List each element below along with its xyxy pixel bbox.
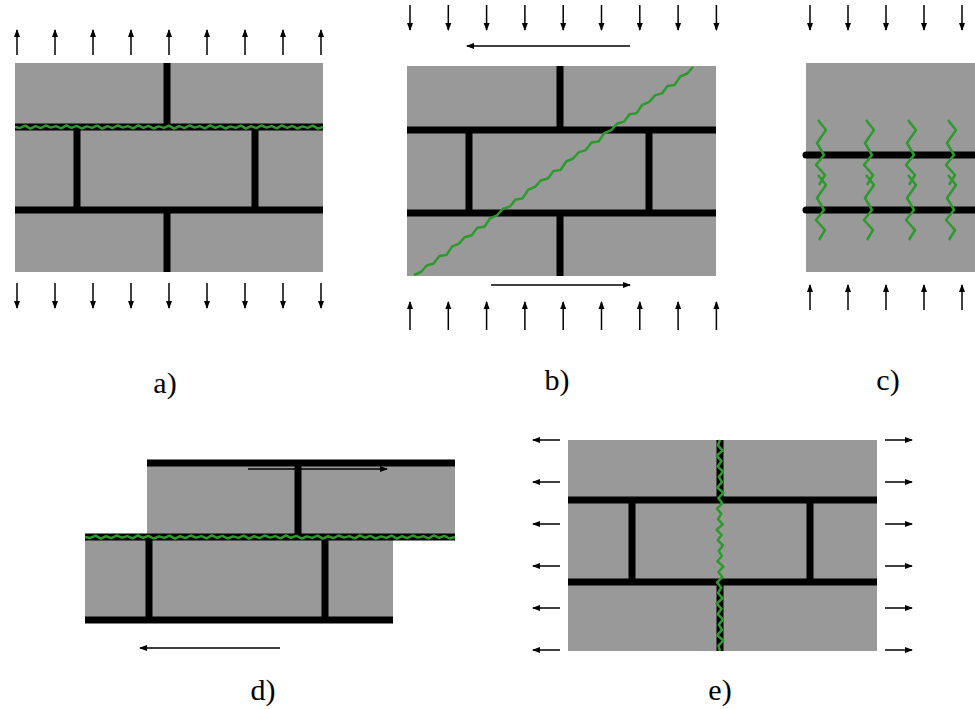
compression-arrow: [448, 302, 450, 330]
compression-arrow: [639, 5, 641, 30]
splitting-crack: [906, 120, 916, 185]
compression-arrow: [409, 302, 411, 330]
compression-arrow: [923, 5, 925, 30]
tension-arrow: [244, 283, 246, 308]
compression-arrow: [809, 5, 811, 30]
tension-arrow: [168, 283, 170, 308]
tension-arrow: [244, 30, 246, 55]
shear-arrows: [467, 46, 630, 285]
tension-arrow: [885, 523, 912, 525]
panel-a: [15, 63, 323, 272]
tension-arrow: [885, 439, 912, 441]
tension-arrow: [92, 283, 94, 308]
tension-arrow: [206, 283, 208, 308]
panel-label: e): [708, 673, 731, 707]
compression-arrow: [885, 285, 887, 310]
tension-arrow: [206, 30, 208, 55]
compression-arrow: [716, 302, 718, 330]
compression-arrow: [562, 302, 564, 330]
compression-arrow: [409, 5, 411, 30]
vertical-crack: [717, 440, 724, 651]
compression-arrow: [847, 285, 849, 310]
tension-arrow: [885, 481, 912, 483]
splitting-crack: [946, 120, 956, 185]
panel-label: b): [545, 363, 570, 397]
splitting-crack: [906, 175, 916, 240]
tension-arrow: [282, 283, 284, 308]
panel-d: [85, 463, 455, 620]
compression-arrow: [524, 302, 526, 330]
compression-arrow: [885, 5, 887, 30]
shear-arrows-d: [140, 469, 387, 648]
compression-arrow: [809, 285, 811, 310]
tension-arrow: [533, 565, 560, 567]
tension-arrow: [16, 283, 18, 308]
compression-arrow: [961, 5, 963, 30]
splitting-crack: [864, 120, 874, 185]
compression-arrow: [961, 285, 963, 310]
panel-c: [806, 63, 975, 272]
tension-arrow: [54, 283, 56, 308]
compression-arrow: [601, 302, 603, 330]
tension-arrow: [130, 30, 132, 55]
tension-arrow: [885, 565, 912, 567]
compression-arrow: [601, 5, 603, 30]
compression-arrow: [639, 302, 641, 330]
arrows-and-cracks: [15, 5, 962, 651]
panel-e: [568, 440, 877, 651]
compression-arrow: [486, 302, 488, 330]
compression-arrow: [524, 5, 526, 30]
panel-label: c): [876, 363, 899, 397]
tension-arrow: [533, 607, 560, 609]
tension-arrow: [533, 523, 560, 525]
compression-arrow: [923, 285, 925, 310]
tension-arrow: [168, 30, 170, 55]
tension-arrow: [533, 439, 560, 441]
tension-arrow: [533, 649, 560, 651]
tension-arrow: [282, 30, 284, 55]
compression-arrow: [448, 5, 450, 30]
tension-arrow: [16, 30, 18, 55]
compression-arrow: [716, 5, 718, 30]
tension-arrow: [320, 30, 322, 55]
splitting-crack: [816, 175, 826, 240]
compression-arrow: [677, 302, 679, 330]
compression-arrow: [562, 5, 564, 30]
panel-label: d): [251, 673, 276, 707]
tension-arrow: [885, 607, 912, 609]
panel-label: a): [153, 366, 176, 400]
tension-arrow: [130, 283, 132, 308]
tension-arrow: [320, 283, 322, 308]
panel-b: [407, 66, 716, 276]
splitting-crack: [864, 175, 874, 240]
tension-arrow: [54, 30, 56, 55]
joint-crack: [85, 535, 455, 538]
tension-arrow: [92, 30, 94, 55]
compression-arrow: [486, 5, 488, 30]
joint-crack: [15, 125, 323, 128]
compression-arrow: [847, 5, 849, 30]
splitting-crack: [816, 120, 826, 185]
compression-arrow: [677, 5, 679, 30]
diagonal-crack: [414, 67, 693, 275]
tension-arrow: [533, 481, 560, 483]
tension-arrow: [885, 649, 912, 651]
splitting-crack: [946, 175, 956, 240]
